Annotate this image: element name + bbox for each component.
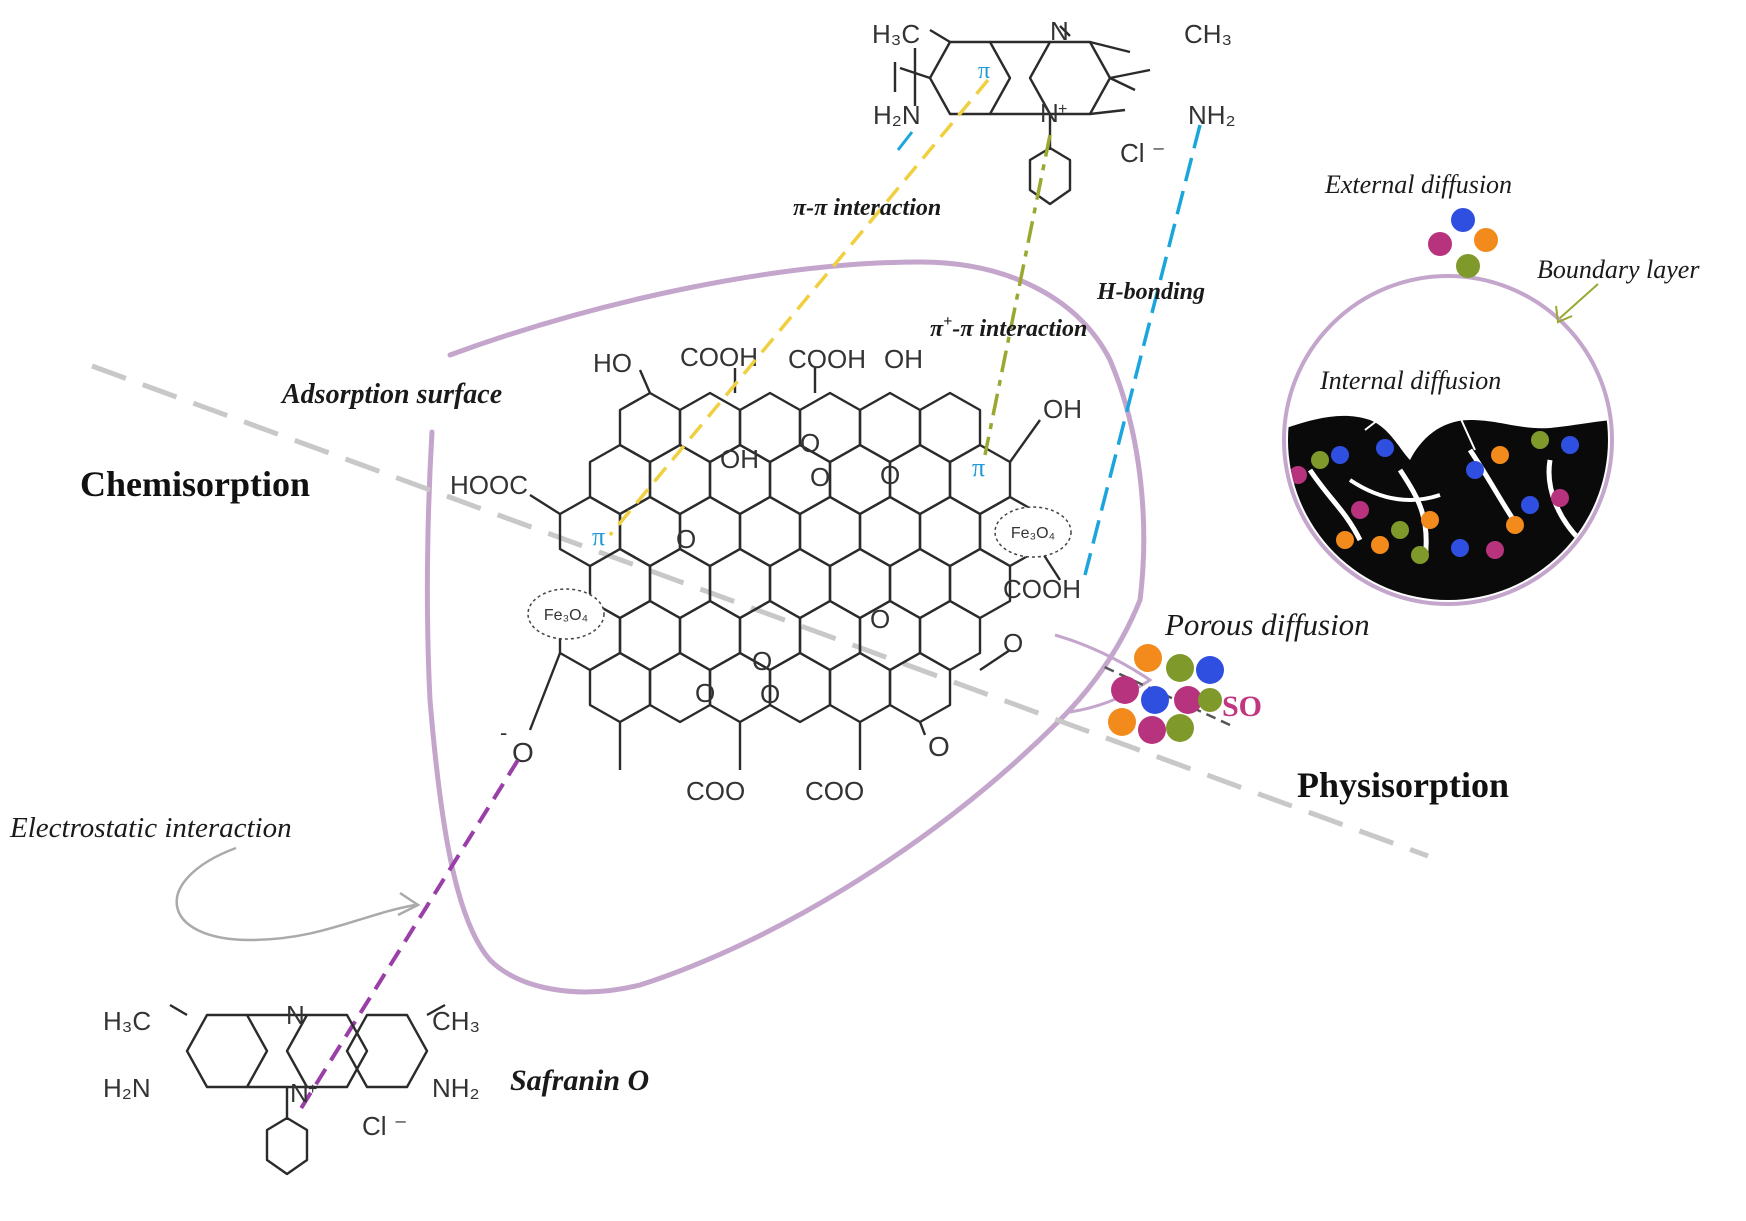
h-bond-tick [896, 131, 914, 151]
graphene-ketone-oxygen: O [1003, 628, 1023, 658]
bottom-h2n: H₂N [103, 1073, 151, 1103]
fe3o4-left-label: Fe₃O₄ [544, 607, 588, 624]
pi-plus-pi-symbol: π [930, 316, 944, 342]
bottom-chloride: Cl ⁻ [362, 1111, 408, 1141]
graphene-oxygen-4: O [676, 524, 696, 554]
chemisorption-label: Chemisorption [80, 464, 310, 504]
top-n-plus: N [1040, 98, 1059, 128]
pi-plus-pi-interaction-label: π+-π interaction [930, 313, 1087, 342]
graphene-oxygen-right: O [928, 731, 950, 762]
internal-diffusion-pointer-1 [1364, 394, 1411, 431]
graphene-oxygen-3: O [880, 460, 900, 490]
sorption-divider-line [91, 363, 1429, 859]
bottom-ch3: CH₃ [432, 1006, 480, 1036]
porous-matrix [1288, 415, 1608, 600]
particle-diffusion-inset [1282, 208, 1614, 606]
graphene-hooc-left: HOOC [450, 470, 528, 500]
pi-pi-interaction-line [608, 78, 990, 537]
graphene-oh-center: OH [720, 444, 759, 474]
dye-molecules-pore [1108, 644, 1224, 744]
top-nh2: NH₂ [1188, 100, 1236, 130]
graphene-oh-top: OH [884, 344, 923, 374]
bottom-n-plus: N [290, 1078, 309, 1108]
graphene-coo-2: COO [805, 776, 864, 806]
pi-plus-pi-interaction-line [983, 134, 1052, 456]
graphene-cooh-top-2: COOH [788, 344, 866, 374]
boundary-layer-arrowhead [1555, 305, 1573, 324]
graphene-oxygen-1: O [800, 428, 820, 458]
graphene-oxide-sheet: HO COOH COOH OH OH HOOC OH O O O O O O O… [450, 342, 1082, 806]
electrostatic-arrowhead [397, 891, 421, 917]
graphene-oxygen-2: O [810, 462, 830, 492]
graphene-oxygen-7: O [695, 678, 715, 708]
pi-pi-interaction-label: π-π interaction [793, 195, 941, 221]
h-bonding-label: H-bonding [1096, 279, 1205, 305]
porous-diffusion-label: Porous diffusion [1164, 607, 1370, 642]
fe3o4-nanoparticle-left [527, 588, 605, 640]
bottom-nh2: NH₂ [432, 1073, 480, 1103]
porous-diffusion-cluster [1054, 633, 1231, 744]
safranin-molecule-bottom: H₃C CH₃ N H₂N NH₂ N + Cl ⁻ [103, 1000, 480, 1176]
pi-plus-pi-superscript: + [943, 313, 952, 330]
top-chloride: Cl ⁻ [1120, 138, 1166, 168]
internal-diffusion-label: Internal diffusion [1319, 366, 1501, 395]
top-n-plus-charge: + [1058, 101, 1067, 118]
bottom-h3c: H₃C [103, 1006, 151, 1036]
graphene-cooh-right: COOH [1003, 574, 1081, 604]
internal-diffusion-pointer-2 [1449, 394, 1476, 451]
top-ch3: CH₃ [1184, 19, 1232, 49]
fe3o4-right-label: Fe₃O₄ [1011, 525, 1055, 542]
adsorbent-outline [424, 259, 1147, 995]
graphene-coo-1: COO [686, 776, 745, 806]
bottom-ring-n: N [286, 1000, 305, 1030]
pore-entry-curve [1054, 633, 1153, 714]
graphene-oxygen-8: O [760, 679, 780, 709]
graphene-oxygen-6: O [752, 646, 772, 676]
pi-plus-pi-text: -π interaction [952, 316, 1087, 342]
dye-molecules-inside [1289, 431, 1579, 564]
physisorption-label: Physisorption [1297, 765, 1509, 805]
boundary-layer-label: Boundary layer [1537, 255, 1700, 284]
safranin-molecule-top: H₃C CH₃ N H₂N NH₂ N + Cl ⁻ π [872, 16, 1236, 206]
top-h3c: H₃C [872, 19, 920, 49]
fe3o4-nanoparticle-right [994, 506, 1072, 558]
graphene-ho-top-left: HO [593, 348, 632, 378]
top-ring-n: N [1050, 16, 1069, 46]
graphene-cooh-top-1: COOH [680, 342, 758, 372]
top-h2n: H₂N [873, 100, 921, 130]
safranin-o-label: Safranin O [510, 1064, 649, 1097]
dye-molecules-external [1428, 208, 1498, 278]
electrostatic-interaction-label: Electrostatic interaction [9, 812, 292, 844]
boundary-layer-pointer [1559, 283, 1599, 319]
graphene-oxide-anion-minus: - [500, 720, 507, 745]
pi-electron-right: π [972, 453, 985, 482]
top-pi-electron: π [978, 58, 990, 84]
external-diffusion-label: External diffusion [1324, 170, 1512, 199]
adsorption-surface-label: Adsorption surface [280, 379, 502, 410]
electrostatic-pointer-arrow [175, 846, 416, 942]
pi-electron-left: π [592, 522, 605, 551]
so-label: SO [1222, 690, 1262, 723]
bottom-n-plus-charge: + [308, 1081, 317, 1098]
graphene-oxygen-5: O [870, 604, 890, 634]
electrostatic-interaction-line [298, 758, 520, 1112]
h-bonding-line [1083, 124, 1202, 576]
graphene-oh-top-right: OH [1043, 394, 1082, 424]
